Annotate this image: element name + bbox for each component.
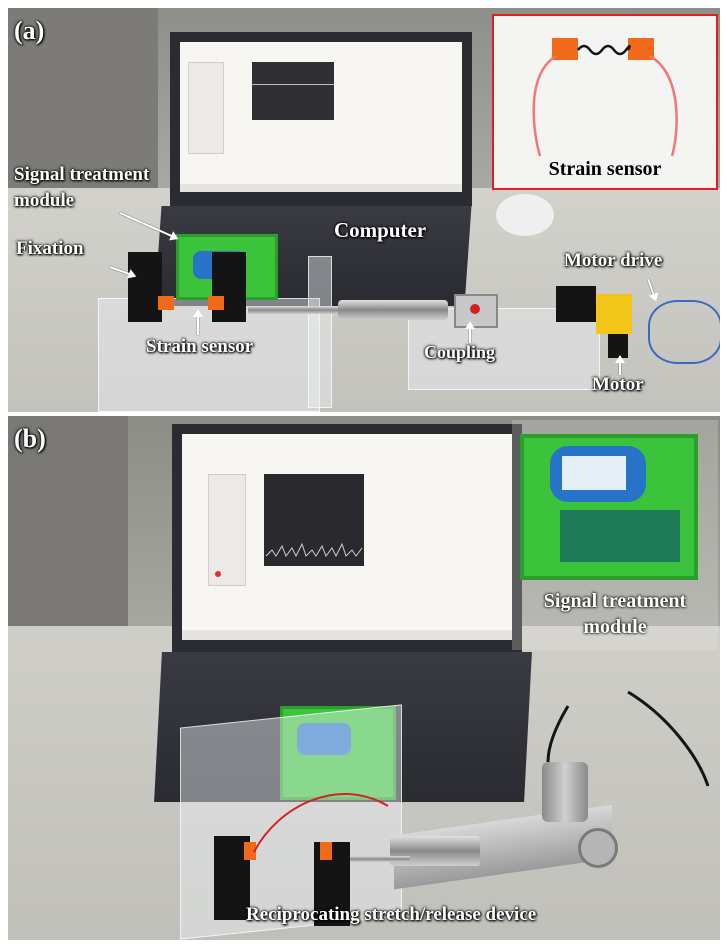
fixture-orange-left [244,842,256,860]
taskbar [180,184,462,192]
app-sidebar [188,62,224,154]
coupling-red-screw [470,304,480,314]
label-signal-treatment-module: Signal treatment module [14,164,150,211]
motor-cable [546,705,570,763]
sensor-spring [577,44,631,56]
arrow-to-strain-sensor [197,311,199,335]
coupling-part [454,294,498,328]
inset-green-box [520,434,698,580]
micrometer-cylinder [338,300,448,320]
panel-b-photo: Signal treatment module (b) Reciprocatin… [8,416,720,940]
signal-plot [264,474,364,566]
fixation-clamp-left [128,252,162,322]
label-reciprocating-device: Reciprocating stretch/release device [246,904,537,925]
signal-trace [252,84,334,85]
fixture-orange-right [320,842,332,860]
stepper-motor [542,762,588,822]
arrow-to-coupling [469,323,471,343]
label-computer: Computer [334,218,427,242]
cubicle-partition [8,416,128,636]
strain-sensor-inset: Strain sensor [492,14,718,190]
fixture-orange-right [208,296,224,310]
laptop-screen [170,32,472,206]
sensor-wire-right [649,54,678,157]
fixture-orange-left [158,296,174,310]
motor-drive-wires [648,300,720,364]
laptop-screen [172,424,522,654]
signal-waveform [265,542,363,558]
inset-battery [550,446,646,502]
label-fixation: Fixation [16,238,84,259]
label-motor-drive: Motor drive [564,250,663,271]
arrow-to-motor [619,357,621,375]
sensor-end-right [628,38,654,60]
panel-letter: (b) [14,424,46,453]
acrylic-post [308,256,332,408]
taskbar [182,630,512,640]
signal-module-inset: Signal treatment module [512,420,718,650]
label-motor: Motor [592,374,644,395]
label-coupling: Coupling [424,342,496,362]
wires [253,690,710,853]
sensor-end-left [552,38,578,60]
signal-plot [252,62,334,120]
inset-caption: Signal treatment module [543,590,687,638]
mouse [496,194,554,236]
battery-sticker [562,456,626,490]
battery [297,723,351,755]
crank-wheel [578,828,618,868]
motor-mount [556,286,596,322]
label-strain-sensor: Strain sensor [146,336,254,357]
signal-treatment-module-box [280,706,396,800]
pcb-board [560,510,680,562]
motor-black-part [608,334,628,358]
connecting-rod [350,856,410,862]
record-dot [215,571,221,577]
strain-sensor-drawing [532,44,678,157]
sensor-wire-left [532,54,557,157]
panel-letter: (a) [14,16,45,45]
panel-a-photo: Strain sensor (a) Signal treatment modul… [8,8,720,412]
red-wire [253,792,389,853]
app-sidebar [208,474,246,586]
cubicle-partition [8,8,158,208]
black-cable [627,690,710,787]
motor-body [596,294,632,334]
inset-caption: Strain sensor [548,158,662,180]
fixation-clamp-right [212,252,246,322]
